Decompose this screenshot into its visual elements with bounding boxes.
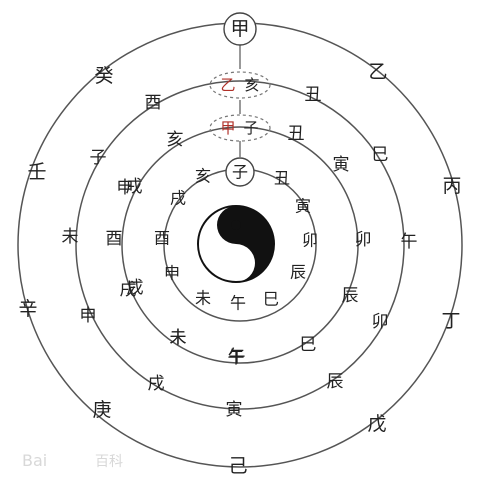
ring1-label-3: 卯: [302, 231, 318, 250]
ring3-label-7: 寅: [226, 400, 243, 420]
ring1-label-4: 辰: [290, 263, 306, 282]
watermark-brand2: 百科: [95, 454, 123, 470]
ring2-label-6: 午: [228, 348, 245, 368]
ring3-label-11: 申: [80, 306, 97, 326]
ring2-label-8: 戌: [127, 278, 144, 298]
ring1-label-6: 午: [230, 294, 246, 313]
ring2-label-11: 戌: [126, 177, 143, 197]
ring1-label-2: 寅: [295, 197, 311, 216]
outer-label-1: 乙: [368, 61, 387, 83]
labels: 甲乙丙丁戊己庚辛壬癸乙亥丑巳午卯辰戌寅午未戌申未子酉甲子丑寅卯辰巳午未戌申酉戌亥…: [18, 18, 461, 477]
ring3-label-12: 未: [62, 227, 79, 247]
ring2-label-0a: 甲: [220, 119, 235, 137]
ring3-label-9: 未: [170, 328, 187, 348]
ring3-label-0a: 乙: [220, 76, 235, 94]
ring2-label-0b: 子: [243, 119, 258, 137]
ring1-label-8: 申: [164, 264, 180, 283]
ring1-label-11: 亥: [195, 167, 211, 186]
outer-label-0: 甲: [230, 18, 249, 40]
ring3-label-0b: 亥: [244, 76, 259, 94]
ring2-label-7: 未: [170, 328, 187, 348]
ring2-label-10: 酉: [106, 229, 123, 249]
ring-3: [75, 80, 405, 410]
ring1-label-7: 未: [195, 289, 211, 308]
circle-zi: [225, 157, 255, 187]
ring3-label-5: 辰: [327, 372, 344, 392]
ring2-label-1: 丑: [288, 124, 305, 144]
ring2-label-5: 巳: [300, 335, 317, 355]
outer-label-6: 庚: [92, 399, 111, 421]
watermark: Bai 百科: [22, 451, 123, 470]
ring1-label-0: 子: [232, 163, 248, 182]
ring3-label-1: 丑: [305, 85, 322, 105]
ring1-label-5: 巳: [263, 290, 279, 309]
ring3-label-3: 午: [401, 232, 418, 252]
axis-connectors: [209, 12, 271, 187]
ring2-label-4: 辰: [342, 286, 359, 306]
watermark-brand: Bai: [22, 451, 47, 470]
ring-2: [121, 126, 359, 364]
highlight-ellipse-ring3: [209, 71, 271, 99]
outer-label-4: 戊: [367, 413, 386, 435]
ring2-label-9: 申: [117, 178, 134, 198]
ring3-label-8: 午: [229, 347, 246, 367]
yin-yang-icon: [197, 205, 275, 283]
outer-label-8: 壬: [27, 161, 46, 183]
outer-label-3: 丁: [441, 310, 460, 332]
highlight-ellipse-ring2: [209, 114, 271, 142]
outer-label-5: 己: [228, 455, 247, 477]
ring3-label-6: 戌: [148, 374, 165, 394]
ring2-label-12: 亥: [167, 130, 184, 150]
outer-label-2: 丙: [442, 175, 461, 197]
ring3-label-4: 卯: [372, 312, 389, 332]
top-circle-jia: [223, 12, 257, 46]
ring3-label-2: 巳: [372, 145, 389, 165]
ring1-label-9: 酉: [154, 229, 170, 248]
ring3-label-10: 戌: [120, 280, 137, 300]
ring3-label-13: 子: [90, 148, 107, 168]
outer-label-9: 癸: [94, 65, 113, 87]
ring1-label-1: 丑: [274, 169, 290, 188]
ring1-label-10: 戌: [170, 189, 186, 208]
ring2-label-3: 卯: [355, 230, 372, 250]
ring2-label-2: 寅: [333, 155, 350, 175]
outer-label-7: 辛: [18, 298, 37, 320]
ring3-label-14: 酉: [145, 93, 162, 113]
